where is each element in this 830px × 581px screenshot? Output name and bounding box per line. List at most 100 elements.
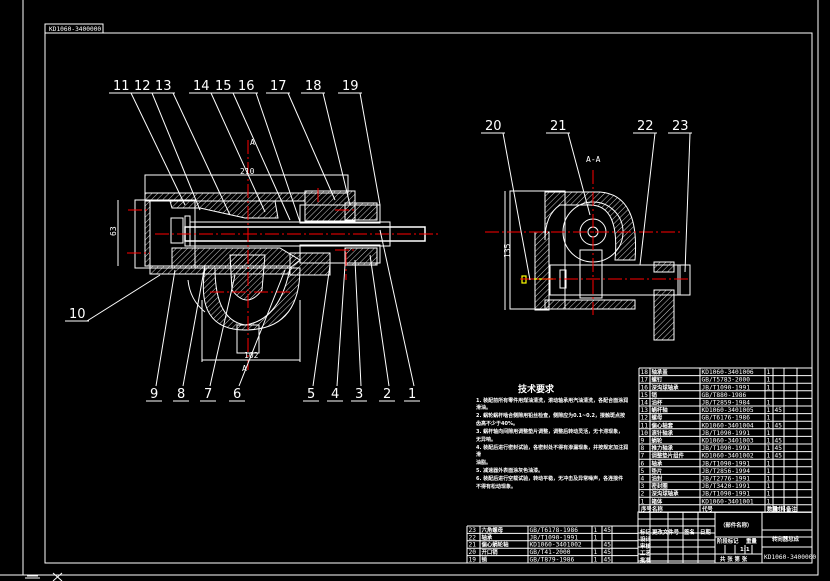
table-cell: GB/T879-1986 (530, 557, 575, 564)
table-header-cell: 代号 (701, 505, 713, 513)
table-header-cell: 备注 (785, 505, 797, 513)
title-sign-label: 签名 (683, 528, 695, 536)
table-cell: 1 (594, 557, 598, 564)
table-cell: JB/T1090-1991 (702, 491, 751, 498)
part-callout-13: 13 (155, 79, 172, 94)
table-cell: 箱体 (652, 497, 663, 505)
requirement-line: 4. 装配后进行密封试验，各密封处不得有渗漏现象，并按规定加注润滑 (476, 445, 629, 458)
leader-line (287, 92, 336, 201)
title-design-label: 设计 (640, 535, 651, 543)
table-cell: 轴承 (482, 533, 493, 541)
table-cell: 22 (469, 534, 477, 541)
table-header-cell: 数量 (767, 505, 778, 513)
dimension-section-height: 135 (503, 243, 512, 258)
table-cell: 5 (641, 468, 645, 475)
table-cell: 4 (641, 476, 645, 483)
table-header-cell: 名称 (652, 505, 663, 513)
leader-line (130, 92, 186, 206)
table-cell: 垫片 (652, 467, 663, 475)
table-cell: 1 (767, 483, 771, 490)
table-cell: JB/T1090-1991 (702, 445, 751, 452)
leader-line (151, 92, 201, 211)
drawing-number-tab (44, 23, 104, 34)
table-cell: JB/T1090-1991 (530, 534, 579, 541)
table-cell: 推力轴承 (652, 444, 674, 452)
table-cell: JB/T1090-1991 (702, 430, 751, 437)
table-cell: 密封圈 (652, 482, 669, 490)
table-cell: 3 (641, 483, 645, 490)
table-cell: 六角螺母 (482, 526, 504, 534)
leader-line (172, 92, 231, 216)
requirement-line: 齿高不少于40%。 (476, 421, 518, 427)
table-cell: KD1060-3401005 (702, 407, 754, 414)
table-cell: 1 (767, 422, 771, 429)
drawing-frame: KD1060-3400000 (0, 0, 819, 576)
title-part-name: （部件名称） (720, 521, 752, 529)
table-cell: 螺母 (652, 414, 663, 422)
leader-line (155, 269, 176, 387)
table-cell: KD1060-3401001 (702, 498, 754, 505)
technical-requirements-heading: 技术要求 (518, 383, 555, 395)
leader-line (255, 92, 301, 223)
table-cell: 螺钉 (652, 376, 663, 384)
part-callout-4: 4 (331, 387, 339, 402)
table-cell: 23 (469, 527, 477, 534)
table-cell: 1 (767, 491, 771, 498)
section-view-a-a: A-A 135 (485, 155, 691, 341)
table-cell: JB/T2776-1991 (702, 476, 751, 483)
table-header: 序号名称代号数量材料备注 (640, 505, 797, 513)
table-cell: 16 (641, 384, 649, 391)
part-callout-15: 15 (215, 79, 232, 94)
table-cell: 1 (594, 549, 598, 556)
table-cell: 1 (767, 384, 771, 391)
part-callout-10: 10 (69, 307, 86, 322)
part-callout-6: 6 (233, 387, 241, 402)
requirement-line: 不得有松动现象。 (476, 484, 517, 490)
table-cell: JB/T3420-1991 (702, 483, 751, 490)
leader-line (354, 259, 362, 387)
section-mark-top: A (250, 138, 255, 147)
part-callout-20: 20 (485, 119, 502, 134)
title-drawing-number: KD1060-3400000 (764, 554, 816, 561)
table-cell: 1 (767, 498, 771, 505)
requirement-line: 3. 蜗杆轴向间隙用调整垫片调整，调整后转动灵活，无卡滞现象， (476, 429, 624, 435)
leader-line (684, 132, 691, 273)
part-callout-22: 22 (637, 119, 654, 134)
table-cell: 45 (775, 453, 783, 460)
part-callout-1: 1 (408, 387, 416, 402)
table-cell: 12 (641, 415, 649, 422)
leader-line (369, 254, 390, 387)
title-check-label: 审核 (640, 542, 651, 550)
leader-line (182, 264, 206, 387)
table-cell: 9 (641, 438, 645, 445)
table-cell: 45 (775, 445, 783, 452)
part-callout-19: 19 (342, 79, 359, 94)
leader-line (86, 274, 161, 322)
table-cell: 18 (641, 369, 649, 376)
requirement-line: 1. 装配前所有零件用煤油清洗，滚动轴承用汽油清洗，各配合面涂润滑油。 (476, 398, 629, 411)
table-cell: 45 (604, 549, 612, 556)
table-cell: 45 (604, 542, 612, 549)
requirement-line: 5. 减速器外表面涂灰色油漆。 (476, 468, 544, 474)
table-cell: 偏心蜗轮轴 (482, 541, 510, 549)
leader-line (312, 264, 331, 387)
table-cell: 1 (767, 415, 771, 422)
table-cell: 45 (604, 557, 612, 564)
part-callout-16: 16 (238, 79, 255, 94)
table-cell: 17 (641, 377, 649, 384)
table-cell: 蜗杆轴 (652, 406, 669, 414)
ucs-icon (25, 572, 63, 581)
title-process-label: 工艺 (640, 549, 651, 557)
title-mark-label: 标记 (639, 528, 651, 536)
table-header-cell: 序号 (640, 505, 652, 513)
